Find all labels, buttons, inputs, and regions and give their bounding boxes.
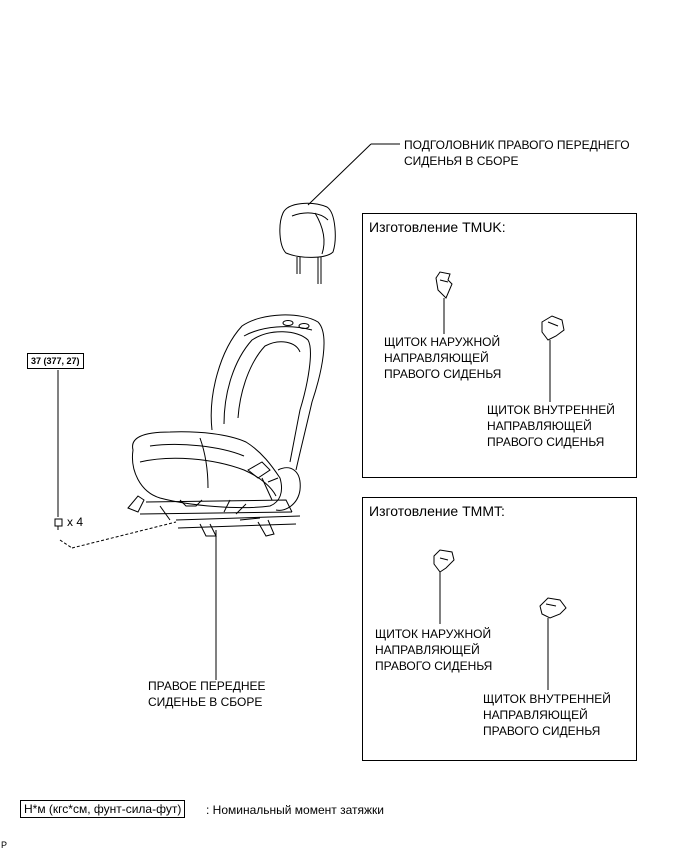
tmuk-inner-cover-line-1: ЩИТОК ВНУТРЕННЕЙ: [487, 403, 615, 417]
tmmt-panel-title: Изготовление TMMT:: [369, 503, 505, 519]
tmuk-inner-cover-part: [541, 315, 565, 402]
tmuk-outer-cover-part: [435, 271, 453, 334]
tmuk-outer-cover-label: ЩИТОК НАРУЖНОЙ НАПРАВЛЯЮЩЕЙ ПРАВОГО СИДЕ…: [384, 334, 501, 382]
headrest-label: ПОДГОЛОВНИК ПРАВОГО ПЕРЕДНЕГО СИДЕНЬЯ В …: [404, 137, 630, 169]
headrest-illustration: [279, 143, 400, 284]
tmuk-panel-title: Изготовление TMUK:: [369, 219, 506, 235]
tmuk-outer-cover-line-1: ЩИТОК НАРУЖНОЙ: [384, 335, 501, 349]
tmmt-outer-cover-line-1: ЩИТОК НАРУЖНОЙ: [375, 627, 492, 641]
tmmt-outer-cover-label: ЩИТОК НАРУЖНОЙ НАПРАВЛЯЮЩЕЙ ПРАВОГО СИДЕ…: [375, 626, 492, 674]
tmuk-inner-cover-label: ЩИТОК ВНУТРЕННЕЙ НАПРАВЛЯЮЩЕЙ ПРАВОГО СИ…: [487, 402, 615, 450]
tmmt-outer-cover-line-3: ПРАВОГО СИДЕНЬЯ: [375, 659, 493, 673]
seat-illustration: [127, 314, 325, 537]
tmmt-inner-cover-part: [539, 597, 567, 690]
tmmt-inner-cover-line-1: ЩИТОК ВНУТРЕННЕЙ: [483, 692, 611, 706]
seat-label-line-1: ПРАВОЕ ПЕРЕДНЕЕ: [148, 679, 266, 693]
tmmt-panel: Изготовление TMMT: ЩИТОК НАРУЖНОЙ НАПРАВ…: [362, 497, 637, 761]
tmuk-inner-cover-line-3: ПРАВОГО СИДЕНЬЯ: [487, 435, 605, 449]
seat-label-line-2: СИДЕНЬЕ В СБОРЕ: [148, 695, 263, 709]
headrest-label-line-2: СИДЕНЬЯ В СБОРЕ: [404, 154, 519, 168]
headrest-label-line-1: ПОДГОЛОВНИК ПРАВОГО ПЕРЕДНЕГО: [404, 138, 630, 152]
tmuk-outer-cover-line-3: ПРАВОГО СИДЕНЬЯ: [384, 367, 502, 381]
tmmt-outer-cover-line-2: НАПРАВЛЯЮЩЕЙ: [375, 643, 480, 657]
tmmt-outer-cover-part: [433, 549, 455, 624]
tmmt-inner-cover-line-2: НАПРАВЛЯЮЩЕЙ: [483, 708, 588, 722]
tmmt-inner-cover-line-3: ПРАВОГО СИДЕНЬЯ: [483, 724, 601, 738]
tmuk-inner-cover-line-2: НАПРАВЛЯЮЩЕЙ: [487, 419, 592, 433]
bolt-illustration: [54, 370, 217, 680]
tmmt-inner-cover-label: ЩИТОК ВНУТРЕННЕЙ НАПРАВЛЯЮЩЕЙ ПРАВОГО СИ…: [483, 691, 611, 739]
torque-unit-legend-text: : Номинальный момент затяжки: [206, 803, 384, 817]
torque-unit-legend-box: Н*м (кгс*см, фунт-сила-фут): [20, 800, 186, 818]
corner-mark: P: [1, 840, 8, 850]
torque-spec-box: 37 (377, 27): [27, 353, 84, 369]
tmuk-outer-cover-line-2: НАПРАВЛЯЮЩЕЙ: [384, 351, 489, 365]
seat-label: ПРАВОЕ ПЕРЕДНЕЕ СИДЕНЬЕ В СБОРЕ: [148, 678, 266, 710]
bolt-quantity: x 4: [67, 515, 84, 529]
tmuk-panel: Изготовление TMUK: ЩИТОК НАРУЖНОЙ НАПРАВ…: [362, 213, 637, 478]
